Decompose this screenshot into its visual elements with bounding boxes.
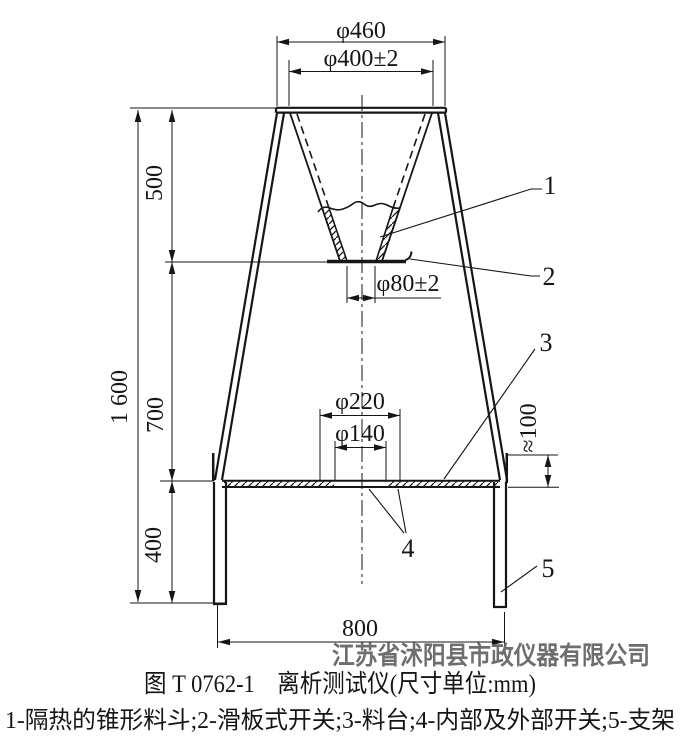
material-break-line bbox=[317, 200, 401, 213]
dim-outlet-label: φ80±2 bbox=[376, 271, 439, 297]
hopper-wall-section-right bbox=[376, 209, 401, 261]
callout-hopper: 1 bbox=[544, 171, 557, 200]
gate-handle-hook bbox=[405, 251, 413, 261]
stand-legs bbox=[211, 453, 509, 609]
dim-leg-above-platform-label: ≈100 bbox=[516, 403, 542, 452]
callout-slide-gate: 2 bbox=[543, 262, 556, 291]
dim-overall-height-label: 1 600 bbox=[107, 370, 133, 424]
a-frame-legs bbox=[213, 112, 509, 481]
dim-hopper-top-label: φ400±2 bbox=[323, 46, 398, 72]
leader-slide-gate bbox=[409, 258, 540, 277]
parts-legend: 1-隔热的锥形料斗;2-滑板式开关;3-料台;4-内部及外部开关;5-支架 bbox=[5, 707, 675, 734]
slide-gate bbox=[327, 251, 413, 264]
leader-stand bbox=[500, 565, 538, 593]
dim-fall-height-label: 700 bbox=[143, 397, 169, 433]
leader-hopper bbox=[379, 188, 542, 238]
dimension-labels: φ460 φ400±2 500 1 600 700 400 φ80±2 φ220… bbox=[107, 18, 542, 642]
dim-hopper-depth-label: 500 bbox=[142, 165, 168, 201]
leader-switch-a bbox=[368, 488, 405, 534]
callout-switches: 4 bbox=[402, 534, 415, 563]
dim-platform-hole-label: φ140 bbox=[335, 421, 385, 447]
callout-leaders bbox=[368, 188, 542, 593]
figure-caption: 图 T 0762-1 离析测试仪(尺寸单位:mm) bbox=[144, 670, 536, 698]
leader-platform bbox=[443, 348, 536, 480]
hopper-wall-section-left bbox=[322, 209, 347, 261]
dim-base-width-label: 800 bbox=[342, 616, 378, 642]
leader-switch-b bbox=[397, 488, 407, 534]
callout-labels: 1 2 3 4 5 bbox=[402, 171, 557, 583]
dim-stand-lower-label: 400 bbox=[141, 527, 167, 563]
callout-platform: 3 bbox=[540, 328, 553, 357]
callout-stand: 5 bbox=[542, 554, 555, 583]
dimension-lines bbox=[134, 38, 552, 646]
platform bbox=[222, 479, 500, 488]
dim-platform-outer-label: φ220 bbox=[335, 389, 385, 415]
dim-top-flange-label: φ460 bbox=[336, 18, 386, 44]
hopper-cone bbox=[289, 112, 433, 262]
top-rim bbox=[274, 106, 448, 114]
company-watermark: 江苏省沭阳县市政仪器有限公司 bbox=[332, 641, 650, 670]
